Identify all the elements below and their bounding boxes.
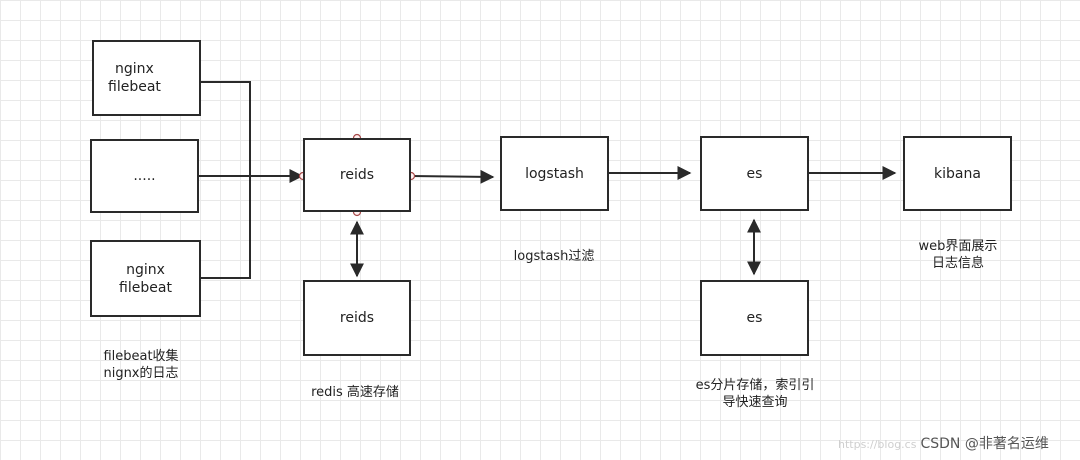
caption-redis: redis 高速存储 [311, 385, 399, 400]
node-es-replica: es [700, 280, 809, 356]
node-es-main: es [700, 136, 809, 211]
node-dots: ..... [90, 139, 199, 213]
caption-kibana: web界面展示 日志信息 [918, 239, 998, 271]
caption-logstash: logstash过滤 [513, 249, 595, 264]
node-reids-replica: reids [303, 280, 411, 356]
node-nginx-filebeat-bottom: nginx filebeat [90, 240, 201, 317]
caption-filebeat: filebeat收集 nignx的日志 [103, 349, 179, 381]
node-logstash: logstash [500, 136, 609, 211]
caption-es: es分片存储，索引引 导快速查询 [695, 378, 815, 410]
node-kibana: kibana [903, 136, 1012, 211]
watermark-url: https://blog.cs [838, 438, 917, 451]
watermark-text: CSDN @非著名运维 [920, 436, 1049, 452]
edge-bottom-filebeat [201, 176, 251, 279]
node-nginx-filebeat-top: nginx filebeat [92, 40, 201, 116]
edge-top-filebeat [201, 81, 251, 176]
node-reids-main: reids [303, 138, 411, 212]
edge-reids-to-logstash [410, 169, 495, 184]
